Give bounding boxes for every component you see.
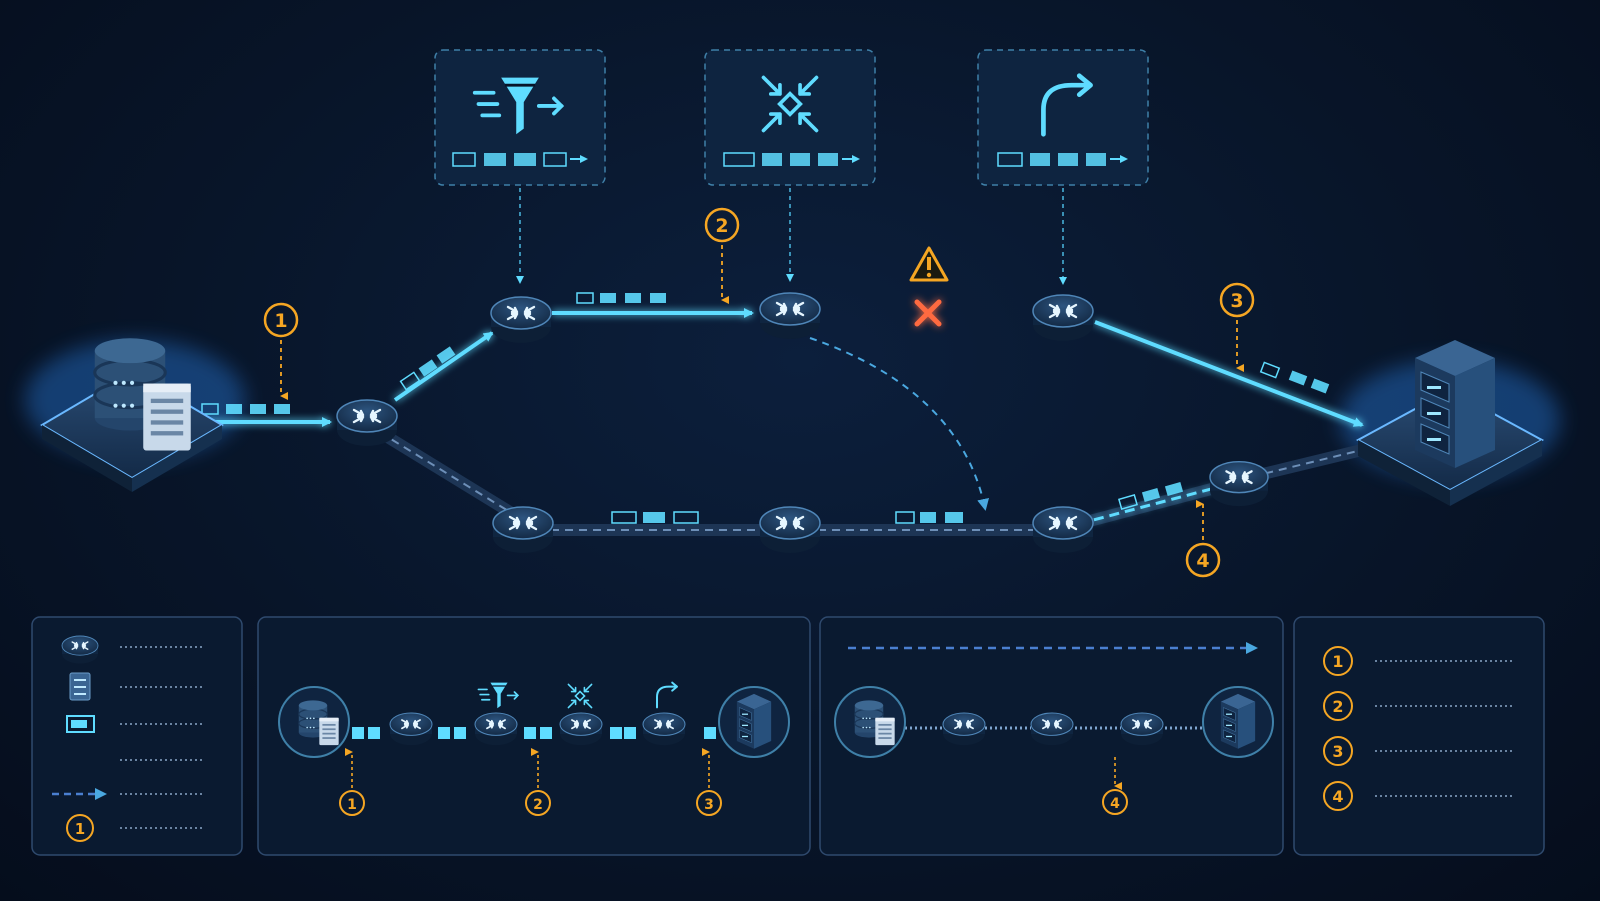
legend-server-icon bbox=[69, 672, 91, 701]
packet-queue bbox=[997, 152, 1128, 167]
box-connectors bbox=[516, 188, 1067, 285]
mini-marker-1: 1 bbox=[339, 790, 365, 816]
legend-packet-icon bbox=[66, 715, 95, 733]
redirect-function-box bbox=[977, 49, 1149, 186]
router-icon bbox=[1208, 460, 1270, 508]
router-icon bbox=[489, 295, 553, 345]
marker-2: 2 bbox=[704, 207, 740, 304]
reroute-curve bbox=[809, 337, 989, 511]
marker-legend-row: 2 bbox=[1323, 691, 1515, 721]
server-rack-icon bbox=[1414, 339, 1496, 469]
marker-legend-label: 2 bbox=[1332, 697, 1343, 716]
mini-marker-1-label: 1 bbox=[347, 797, 357, 813]
source-node bbox=[40, 336, 224, 492]
legend-marker-label: 1 bbox=[75, 820, 85, 838]
merge-function-box bbox=[704, 49, 876, 186]
marker-legend-label: 4 bbox=[1332, 787, 1343, 806]
mini-destination bbox=[1202, 686, 1274, 758]
mini-source bbox=[834, 686, 906, 758]
primary-path-panel: 1 2 3 bbox=[257, 616, 811, 856]
marker-4: 4 bbox=[1185, 500, 1221, 578]
mini-router-icon bbox=[642, 712, 686, 747]
marker-2-label: 2 bbox=[715, 215, 728, 237]
marker-legend-label: 1 bbox=[1332, 652, 1343, 671]
legend-placeholder-lines bbox=[120, 646, 205, 829]
marker-3: 3 bbox=[1219, 282, 1255, 372]
mini-destination bbox=[718, 686, 790, 758]
mini-marker-4: 4 bbox=[1102, 789, 1128, 815]
mini-marker-2: 2 bbox=[525, 790, 551, 816]
backup-path bbox=[364, 419, 1372, 536]
router-icon bbox=[758, 291, 822, 341]
mini-marker-3: 3 bbox=[696, 790, 722, 816]
marker-3-label: 3 bbox=[1230, 290, 1243, 312]
packets-on-links bbox=[201, 292, 1330, 524]
destination-node bbox=[1355, 339, 1545, 506]
router-icon bbox=[1031, 293, 1095, 343]
x-mark-icon bbox=[914, 299, 942, 327]
marker-legend-panel: 1 2 3 4 bbox=[1293, 616, 1545, 856]
marker-legend-row: 4 bbox=[1323, 781, 1515, 811]
mini-marker-3-label: 3 bbox=[704, 797, 714, 813]
mini-router-icon bbox=[942, 712, 986, 747]
mini-marker-2-label: 2 bbox=[533, 797, 543, 813]
marker-legend-label: 3 bbox=[1332, 742, 1343, 761]
filter-function-box bbox=[434, 49, 606, 186]
marker-legend-row: 3 bbox=[1323, 736, 1515, 766]
marker-1-label: 1 bbox=[274, 310, 287, 332]
packet-queue bbox=[723, 152, 860, 167]
warning-icon bbox=[909, 246, 949, 282]
mini-router-icon bbox=[1120, 712, 1164, 747]
mini-router-icon bbox=[389, 712, 433, 747]
router-icon bbox=[1031, 505, 1095, 555]
mini-router-icon bbox=[474, 712, 518, 747]
failed-link bbox=[822, 246, 1032, 327]
legend-panel: 1 bbox=[31, 616, 243, 856]
legend-marker-icon: 1 bbox=[66, 814, 94, 842]
backup-path-panel: 4 bbox=[819, 616, 1284, 856]
router-icon bbox=[758, 505, 822, 555]
packet-queue bbox=[452, 152, 588, 167]
marker-legend-row: 1 bbox=[1323, 646, 1515, 676]
server-box-icon bbox=[143, 383, 191, 451]
router-icon bbox=[335, 398, 399, 448]
marker-1: 1 bbox=[263, 302, 299, 400]
mini-marker-4-label: 4 bbox=[1110, 796, 1120, 812]
mini-source bbox=[278, 686, 350, 758]
marker-4-label: 4 bbox=[1196, 550, 1209, 572]
legend-router-icon bbox=[61, 635, 99, 665]
mini-router-icon bbox=[559, 712, 603, 747]
mini-router-icon bbox=[1030, 712, 1074, 747]
router-icon bbox=[491, 505, 555, 555]
